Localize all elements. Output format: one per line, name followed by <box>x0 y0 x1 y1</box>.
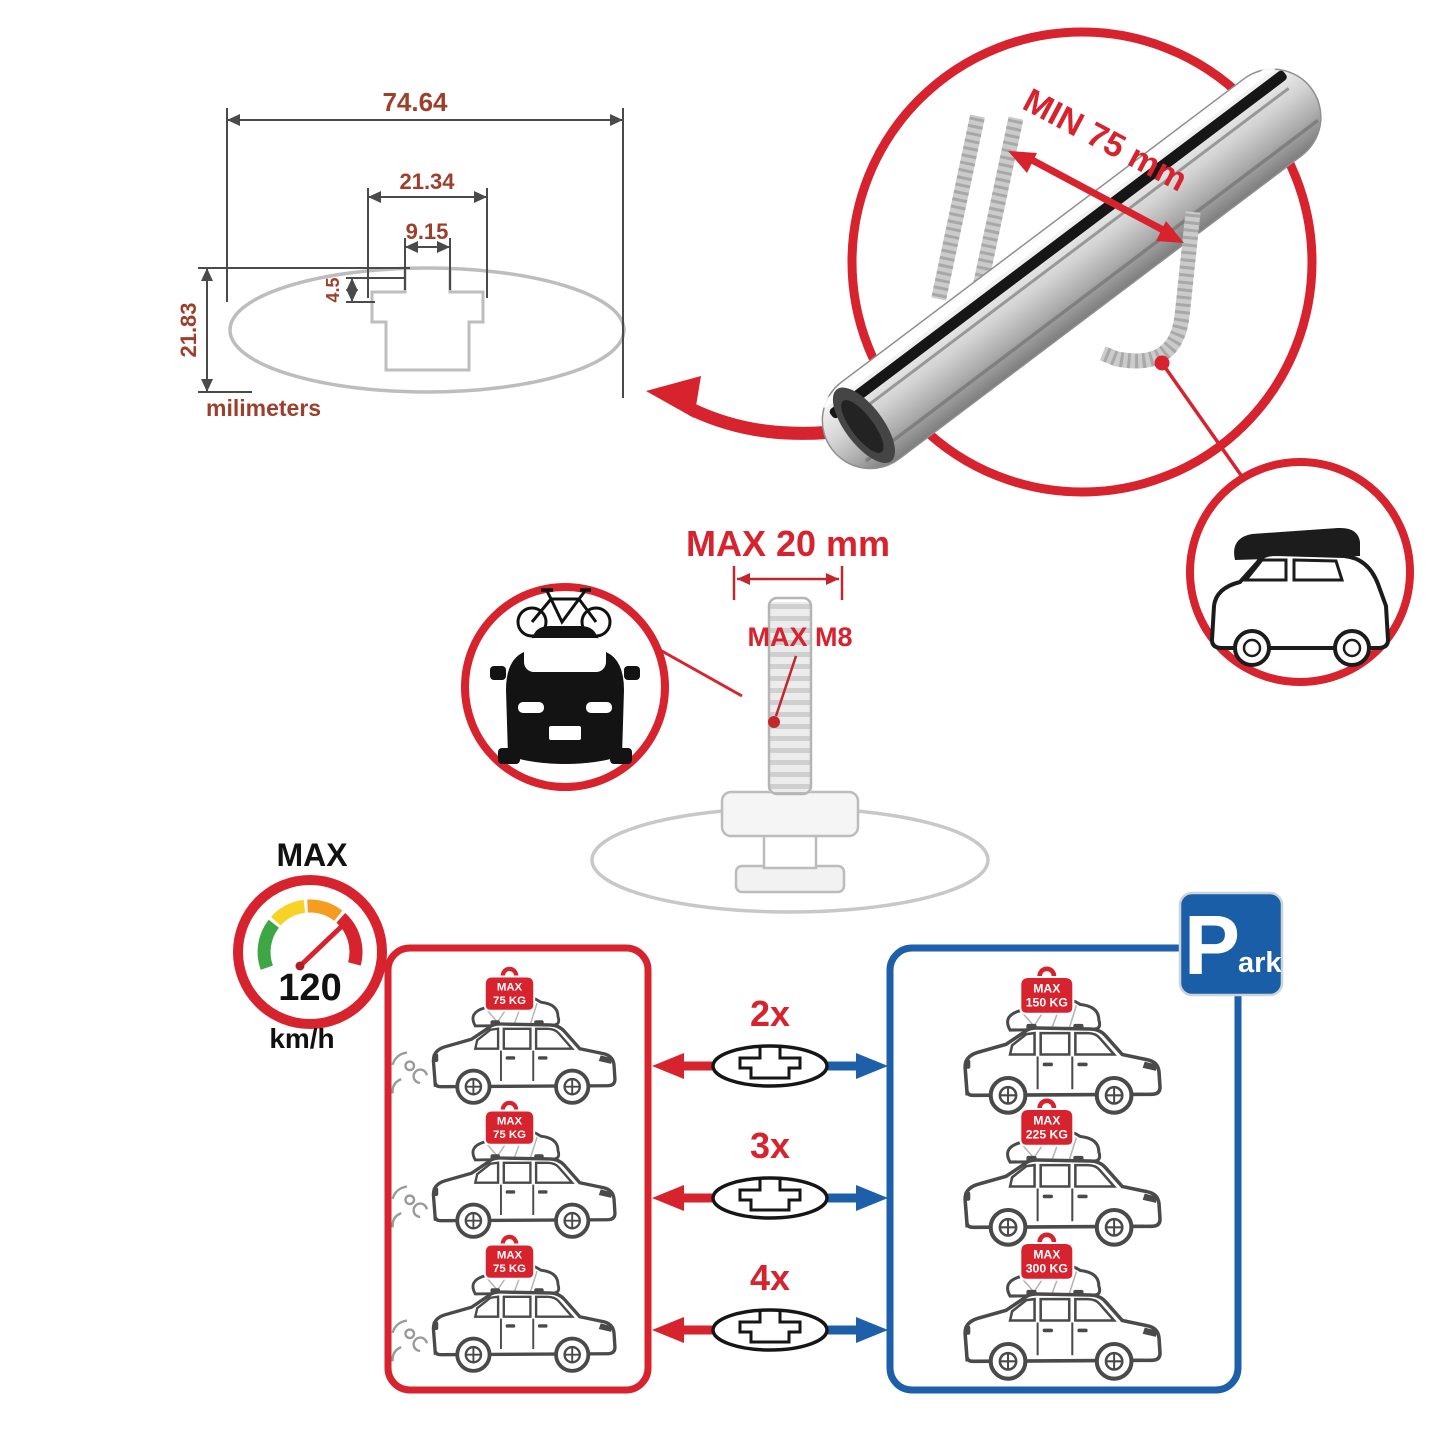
u-bolt-right <box>1099 211 1201 369</box>
tag-weight: 300 KG <box>1026 1262 1068 1276</box>
thread-pointer-line <box>774 655 798 717</box>
flange <box>720 790 860 838</box>
load-tag: MAX 225 KG <box>1019 1098 1075 1147</box>
gauge-arc-yellow <box>270 899 306 926</box>
arrow-right-head-2 <box>856 1185 888 1211</box>
neck <box>762 832 818 870</box>
vehicle-circle <box>1186 458 1414 686</box>
car-parked-2: MAX 225 KG <box>964 1098 1160 1245</box>
tag-weight: 75 KG <box>493 1129 526 1141</box>
car-front-icon <box>490 626 640 764</box>
u-bolt-left <box>931 114 1024 304</box>
tag-weight: 150 KG <box>1026 996 1068 1010</box>
profile-channel <box>370 269 485 372</box>
min-clamp-arrowhead-left <box>1008 151 1037 173</box>
bar-count-icon-1 <box>711 1044 829 1088</box>
tag-title: MAX <box>497 982 523 994</box>
bar-count-3: 4x <box>750 1257 790 1298</box>
min-clamp-arrowhead-right <box>1156 221 1184 243</box>
speed-unit: km/h <box>269 1023 334 1054</box>
circle-connector-line <box>1160 361 1245 480</box>
bike-car-circle <box>461 583 669 791</box>
tag-title: MAX <box>1033 1247 1061 1261</box>
speed-limit-gauge: MAX 120 km/h <box>233 837 387 1054</box>
gauge-needle <box>297 923 345 969</box>
crossbar <box>821 61 1322 470</box>
speed-value: 120 <box>278 967 341 1009</box>
load-tag: MAX 150 KG <box>1019 966 1075 1015</box>
car-parked-3: MAX 300 KG <box>964 1232 1160 1379</box>
t-nut <box>734 864 846 894</box>
gauge-arc-red <box>336 912 363 966</box>
max-width-label: MAX 20 mm <box>686 523 890 564</box>
circle-pointer-line <box>659 648 743 698</box>
dim-slot-depth: 4.5 <box>323 277 343 302</box>
bolt-assembly-diagram: MAX 20 mm MAX M8 <box>461 523 990 914</box>
load-tag: MAX 300 KG <box>1019 1232 1075 1281</box>
dim-height: 21.83 <box>176 302 201 357</box>
dim-slot-width: 9.15 <box>406 219 449 244</box>
car-driving-2: MAX 75 KG <box>391 1100 617 1239</box>
gauge-arc-orange <box>307 899 343 922</box>
load-tag: MAX 75 KG <box>483 1234 536 1280</box>
thread-pointer-dot <box>768 716 780 728</box>
car-driving-1: MAX 75 KG <box>391 966 617 1105</box>
tag-title: MAX <box>497 1116 523 1128</box>
park-suffix: ark <box>1238 947 1282 979</box>
bar-count-2: 3x <box>750 1125 790 1166</box>
tag-title: MAX <box>497 1250 523 1262</box>
tag-title: MAX <box>1033 981 1061 995</box>
load-tag: MAX 75 KG <box>483 966 536 1012</box>
car-driving-3: MAX 75 KG <box>391 1234 617 1373</box>
park-letter: P <box>1184 898 1240 992</box>
gauge-title: MAX <box>276 837 348 873</box>
arrow-left-head-1 <box>652 1053 684 1079</box>
park-sign: P ark <box>1178 891 1284 997</box>
gauge-pivot <box>295 961 305 971</box>
tag-title: MAX <box>1033 1113 1061 1127</box>
gauge-arc-green <box>257 919 280 970</box>
bar-count-icon-2 <box>711 1176 829 1220</box>
dim-total-width: 74.64 <box>382 87 448 117</box>
bar-closeup: MIN 75 mm <box>821 27 1414 686</box>
stud-outline <box>767 596 813 796</box>
capacity-panels: 2x 3x 4x MAX 75 KG <box>384 891 1284 1394</box>
tag-weight: 75 KG <box>493 1263 526 1275</box>
bar-count-1: 2x <box>750 993 790 1034</box>
dim-channel-width: 21.34 <box>399 169 455 194</box>
arrow-left-head-3 <box>652 1317 684 1343</box>
units-label: milimeters <box>206 395 321 421</box>
cross-section-diagram: 74.64 21.34 9.15 4.5 21.83 milimeters <box>176 87 859 440</box>
car-parked-1: MAX 150 KG <box>964 966 1160 1113</box>
arrow-right-head-1 <box>856 1053 888 1079</box>
arrow-right-head-3 <box>856 1317 888 1343</box>
pointer-arrowhead <box>646 376 701 418</box>
roof-box <box>1234 527 1360 560</box>
load-tag: MAX 75 KG <box>483 1100 536 1146</box>
min-clamp-arrow <box>1030 156 1165 234</box>
bicycle-icon <box>516 588 612 638</box>
profile-outline <box>228 266 626 394</box>
arrow-left-head-2 <box>652 1185 684 1211</box>
tag-weight: 75 KG <box>493 995 526 1007</box>
bar-count-icon-3 <box>711 1308 829 1352</box>
tag-weight: 225 KG <box>1026 1128 1068 1142</box>
max-thread-label: MAX M8 <box>747 622 852 652</box>
